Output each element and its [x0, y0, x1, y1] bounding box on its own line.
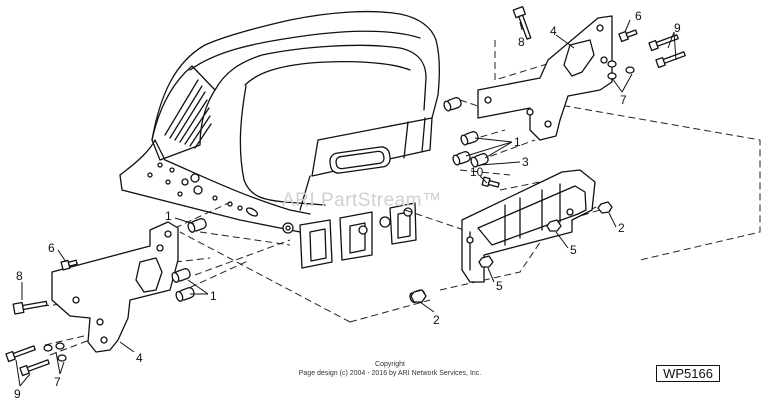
callout-8-left: 8: [16, 269, 23, 283]
callout-5-right: 5: [570, 243, 577, 257]
callout-10: 10: [470, 165, 484, 179]
callout-9-top: 9: [674, 21, 681, 35]
callout-1-left-bottom: 1: [210, 289, 217, 303]
callout-labels: 8 4 6 9 7 1 3 10 2 5 5 2 1 1 6 8 4 7 9: [14, 9, 681, 401]
callout-6-top: 6: [635, 9, 642, 23]
callout-2-right: 2: [618, 221, 625, 235]
left-bracket: [51, 221, 179, 353]
leader-lines: [15, 19, 677, 387]
tractor-hood-drawing: [119, 10, 440, 269]
front-chassis-blocks: [299, 202, 417, 269]
callout-1-right: 1: [514, 135, 521, 149]
front-guard: [461, 169, 596, 283]
hardware: [5, 6, 686, 377]
callout-5-lower: 5: [496, 279, 503, 293]
callout-9-left: 9: [14, 387, 21, 401]
chassis-fasteners: [147, 162, 259, 217]
grille-slats: [164, 79, 212, 149]
callout-7-left: 7: [54, 375, 61, 389]
callout-3: 3: [522, 155, 529, 169]
callout-2-lower: 2: [433, 313, 440, 327]
copyright-label: Copyright: [375, 361, 405, 368]
right-bracket: [477, 15, 613, 141]
watermark-text: ARI PartStream™: [282, 190, 442, 211]
callout-7-top: 7: [620, 93, 627, 107]
callout-6-left: 6: [48, 241, 55, 255]
copyright-notice: Page design (c) 2004 - 2016 by ARI Netwo…: [299, 370, 482, 377]
callout-4-left: 4: [136, 351, 143, 365]
diagram-id-badge: WP5166: [656, 365, 720, 382]
nut-right: [597, 201, 613, 214]
callout-8-top: 8: [518, 35, 525, 49]
callout-1-left-top: 1: [165, 209, 172, 223]
headlamp: [329, 146, 391, 174]
callout-4-top: 4: [550, 24, 557, 38]
